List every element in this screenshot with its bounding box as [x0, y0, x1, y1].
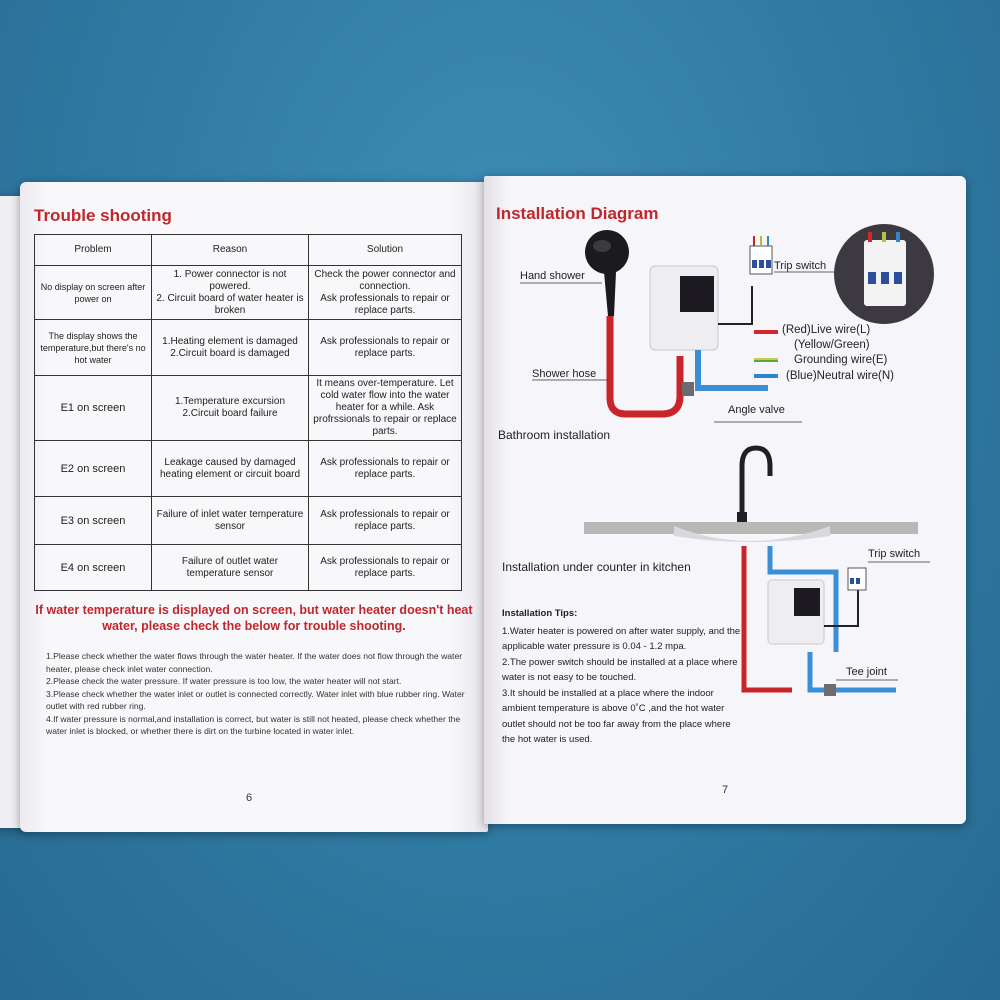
reason-cell: Failure of outlet water temperature sens…	[151, 544, 309, 591]
troubleshooting-title: Trouble shooting	[34, 206, 172, 225]
solution-cell: Ask professionals to repair or replace p…	[308, 319, 462, 376]
neutral-wire-label: (Blue)Neutral wire(N)	[786, 370, 894, 382]
reason-cell: 1. Power connector is not powered.2. Cir…	[151, 265, 309, 320]
live-wire-label: (Red)Live wire(L)	[782, 324, 871, 336]
no-heat-warning: If water temperature is displayed on scr…	[35, 603, 473, 633]
table-row: No display on screen after power on 1. P…	[34, 265, 462, 320]
header-reason: Reason	[151, 234, 309, 266]
installation-page: Installation Diagram	[484, 176, 966, 824]
ground-wire-swatch	[754, 358, 778, 362]
ground-wire-label: Grounding wire(E)	[794, 354, 888, 366]
page-number: 7	[722, 784, 729, 796]
shower-hose-label: Shower hose	[532, 368, 597, 380]
installation-title: Installation Diagram	[496, 204, 659, 223]
page-number: 6	[246, 792, 253, 804]
problem-cell: E3 on screen	[34, 496, 152, 545]
bathroom-label: Bathroom installation	[498, 428, 611, 442]
header-problem: Problem	[34, 234, 152, 266]
installation-diagram	[520, 224, 934, 696]
problem-cell: E4 on screen	[34, 544, 152, 591]
solution-cell: Ask professionals to repair or replace p…	[308, 496, 462, 545]
problem-cell: The display shows the temperature,but th…	[34, 319, 152, 376]
header-solution: Solution	[308, 234, 462, 266]
neutral-wire-swatch	[754, 374, 778, 378]
solution-cell: Check the power connector and connection…	[308, 265, 462, 320]
installation-tips: Installation Tips: 1.Water heater is pow…	[502, 606, 744, 748]
step-item: 4.If water pressure is normal,and instal…	[46, 713, 461, 737]
kitchen-label: Installation under counter in kitchen	[502, 560, 691, 574]
kitchen-heater-icon	[767, 579, 825, 645]
cold-water-pipe	[767, 546, 839, 652]
trip-switch-2-label: Trip switch	[868, 548, 921, 560]
kitchen-faucet-icon	[737, 445, 773, 524]
tee-joint-icon	[824, 684, 836, 696]
angle-valve-label: Angle valve	[728, 404, 785, 416]
problem-cell: E2 on screen	[34, 440, 152, 497]
trip-switch-2-icon	[847, 567, 867, 591]
problem-cell: No display on screen after power on	[34, 265, 152, 320]
reason-cell: Leakage caused by damaged heating elemen…	[151, 440, 309, 497]
solution-cell: It means over-temperature. Let cold wate…	[308, 375, 462, 441]
breaker-photo-icon	[834, 224, 934, 324]
angle-valve-icon	[682, 382, 694, 396]
hand-shower-icon	[585, 230, 629, 316]
shower-hose-pipe	[606, 316, 684, 418]
troubleshooting-table: Problem Reason Solution No display on sc…	[34, 234, 462, 591]
table-row: E4 on screen Failure of outlet water tem…	[34, 544, 462, 591]
solution-cell: Ask professionals to repair or replace p…	[308, 440, 462, 497]
table-row: E3 on screen Failure of inlet water temp…	[34, 496, 462, 545]
hand-shower-label: Hand shower	[520, 270, 585, 282]
water-heater-icon	[649, 265, 719, 351]
step-item: 3.Please check whether the water inlet o…	[46, 688, 465, 712]
solution-cell: Ask professionals to repair or replace p…	[308, 544, 462, 591]
table-header-row: Problem Reason Solution	[34, 234, 462, 266]
trip-switch-icon	[749, 236, 773, 275]
inlet-pipe	[695, 350, 768, 391]
countertop-icon	[584, 522, 918, 542]
trip-switch-label: Trip switch	[774, 260, 827, 272]
tip-item: 1.Water heater is powered on after water…	[502, 625, 741, 653]
step-item: 2.Please check the water pressure. If wa…	[46, 676, 402, 686]
step-item: 1.Please check whether the water flows t…	[46, 651, 463, 674]
tip-item: 3.It should be installed at a place wher…	[502, 687, 731, 746]
tip-item: 2.The power switch should be installed a…	[502, 656, 738, 684]
yellow-green-label: (Yellow/Green)	[794, 339, 870, 351]
troubleshooting-page: Trouble shooting Problem Reason Solution…	[20, 182, 488, 832]
tee-joint-label: Tee joint	[846, 666, 887, 678]
tips-title: Installation Tips:	[502, 608, 578, 619]
table-row: The display shows the temperature,but th…	[34, 319, 462, 376]
table-row: E2 on screen Leakage caused by damaged h…	[34, 440, 462, 497]
problem-cell: E1 on screen	[34, 375, 152, 441]
live-wire-swatch	[754, 330, 778, 334]
troubleshooting-steps: 1.Please check whether the water flows t…	[46, 650, 466, 738]
reason-cell: Failure of inlet water temperature senso…	[151, 496, 309, 545]
hot-water-pipe	[741, 546, 792, 693]
